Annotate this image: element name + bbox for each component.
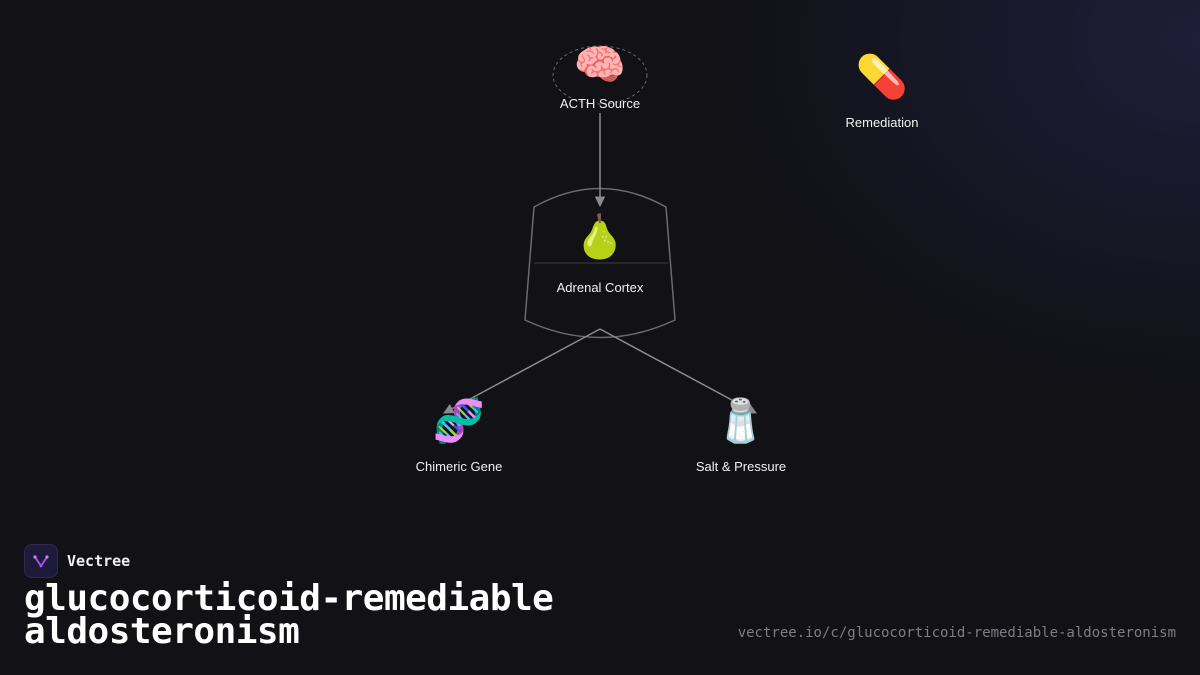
page-url[interactable]: vectree.io/c/glucocorticoid-remediable-a…	[737, 625, 1176, 641]
salt-shaker-icon: 🧂	[714, 397, 768, 444]
acth-halo	[552, 45, 648, 105]
pear-icon: 🍐	[573, 213, 627, 260]
vectree-logo-icon	[24, 544, 58, 578]
node-label-acth-source[interactable]: ACTH Source	[559, 96, 641, 111]
page-title: glucocorticoid-remediable aldosteronism	[24, 578, 554, 652]
node-label-salt-pressure[interactable]: Salt & Pressure	[695, 459, 787, 474]
edge-adrenal-to-salt	[599, 328, 757, 414]
node-label-adrenal-cortex[interactable]: Adrenal Cortex	[556, 280, 644, 295]
node-label-remediation[interactable]: Remediation	[845, 115, 919, 130]
edge-adrenal-to-chimeric	[443, 328, 601, 414]
brand-name: Vectree	[67, 552, 131, 570]
node-label-chimeric-gene[interactable]: Chimeric Gene	[415, 459, 503, 474]
adrenal-container	[524, 187, 676, 339]
pill-icon: 💊	[855, 53, 909, 100]
dna-icon: 🧬	[432, 397, 486, 444]
brand: Vectree	[24, 544, 130, 578]
brain-icon: 🧠	[573, 41, 627, 88]
